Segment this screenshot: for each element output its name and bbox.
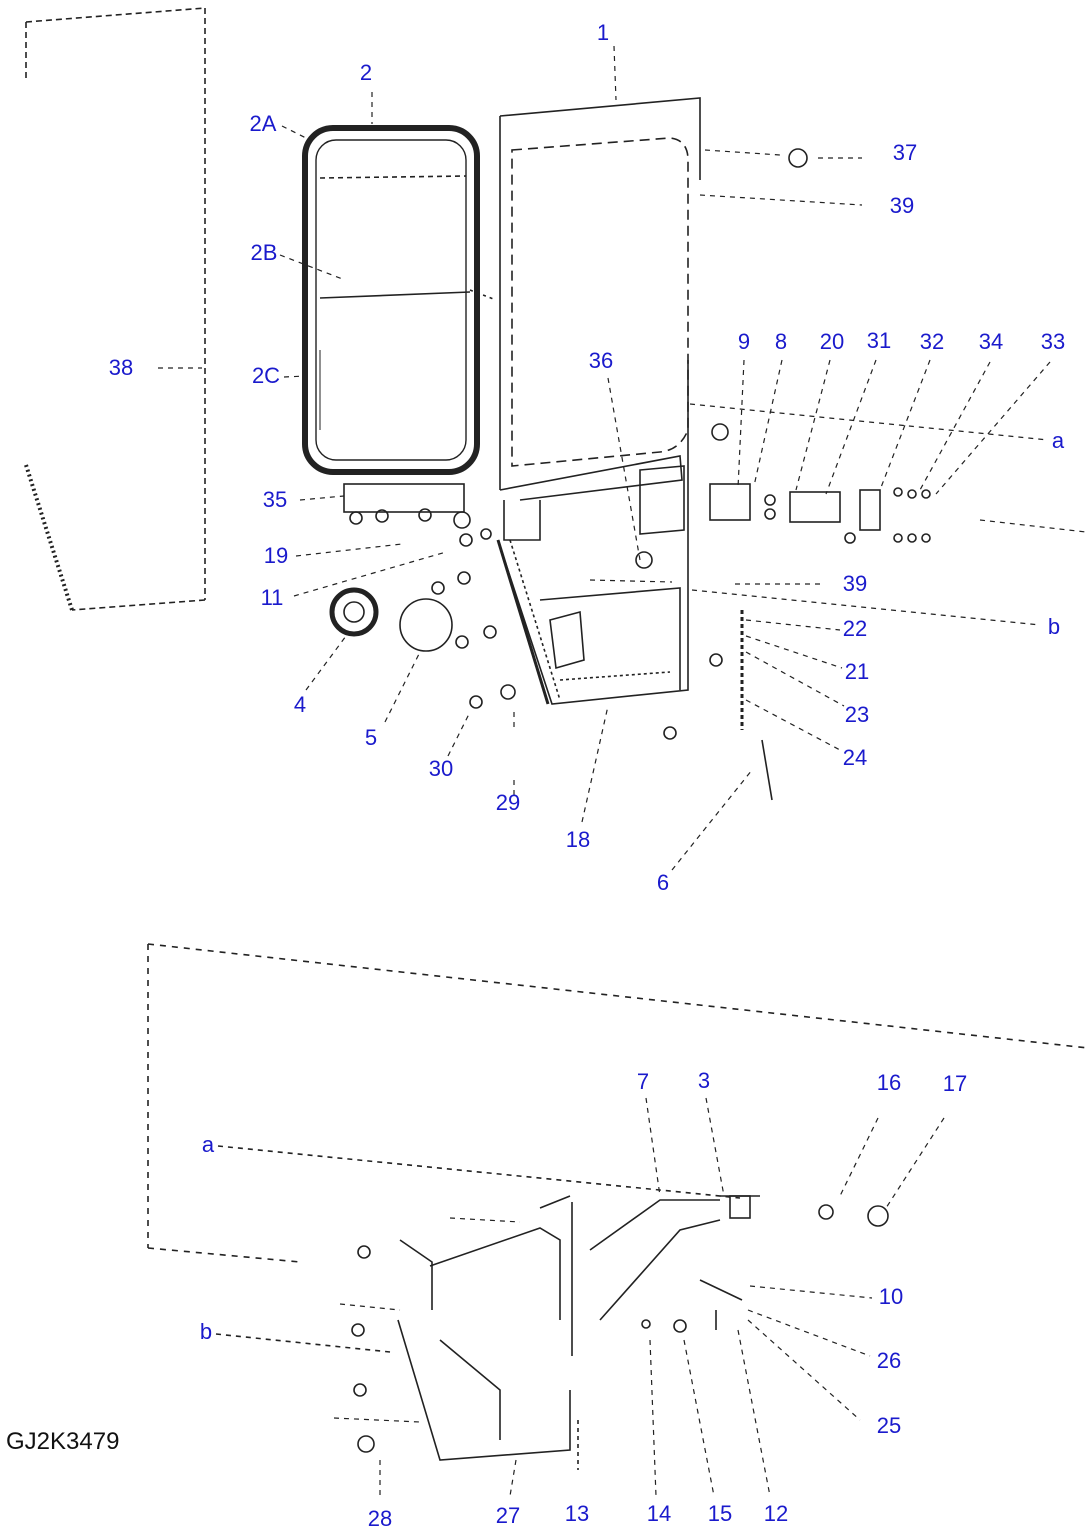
callout-28: 28 [367, 1506, 393, 1531]
part-38-glass [24, 7, 206, 611]
callout-6: 6 [656, 870, 670, 895]
part-1-door [496, 97, 701, 705]
callout-39-top: 39 [889, 193, 915, 218]
callout-2: 2 [359, 60, 373, 85]
callout-25: 25 [876, 1413, 902, 1438]
callout-2b: 2B [250, 240, 278, 265]
callout-30: 30 [428, 756, 454, 781]
callout-9: 9 [737, 329, 751, 354]
callout-37: 37 [892, 140, 918, 165]
callout-7: 7 [636, 1069, 650, 1094]
callout-12: 12 [763, 1501, 789, 1526]
callout-31: 31 [866, 328, 892, 353]
callout-34: 34 [978, 329, 1004, 354]
callout-b-top: b [1047, 614, 1061, 639]
drawing-lines [24, 7, 1089, 1497]
callout-2a: 2A [249, 111, 277, 136]
part-2-window [302, 125, 497, 475]
callout-14: 14 [646, 1501, 672, 1526]
drawing-code: GJ2K3479 [6, 1428, 120, 1455]
callout-23: 23 [844, 702, 870, 727]
callout-39-mid: 39 [842, 571, 868, 596]
callout-2c: 2C [251, 363, 281, 388]
callout-19: 19 [263, 543, 289, 568]
callout-24: 24 [842, 745, 868, 770]
callout-a-lower: a [201, 1132, 215, 1157]
callout-4: 4 [293, 692, 307, 717]
callout-32: 32 [919, 329, 945, 354]
hardware-top [329, 148, 931, 801]
leaders-top [158, 45, 1087, 871]
callout-22: 22 [842, 616, 868, 641]
callout-38: 38 [108, 355, 134, 380]
callout-13: 13 [564, 1501, 590, 1526]
callout-1: 1 [596, 20, 610, 45]
callout-16: 16 [876, 1070, 902, 1095]
callout-29: 29 [495, 790, 521, 815]
callout-b-lower: b [199, 1319, 213, 1344]
callout-15: 15 [707, 1501, 733, 1526]
callout-21: 21 [844, 659, 870, 684]
callout-10: 10 [878, 1284, 904, 1309]
callout-17: 17 [942, 1071, 968, 1096]
callout-8: 8 [774, 329, 788, 354]
callout-3: 3 [697, 1068, 711, 1093]
callout-33: 33 [1040, 329, 1066, 354]
callout-35: 35 [262, 487, 288, 512]
callout-20: 20 [819, 329, 845, 354]
callout-11: 11 [260, 585, 284, 610]
callout-26: 26 [876, 1348, 902, 1373]
callout-36: 36 [588, 348, 614, 373]
callout-5: 5 [364, 725, 378, 750]
callout-18: 18 [565, 827, 591, 852]
callout-a-top: a [1051, 428, 1065, 453]
callout-27: 27 [495, 1503, 521, 1528]
leaders-lower [333, 1097, 945, 1497]
lower-assembly [147, 943, 1089, 1470]
